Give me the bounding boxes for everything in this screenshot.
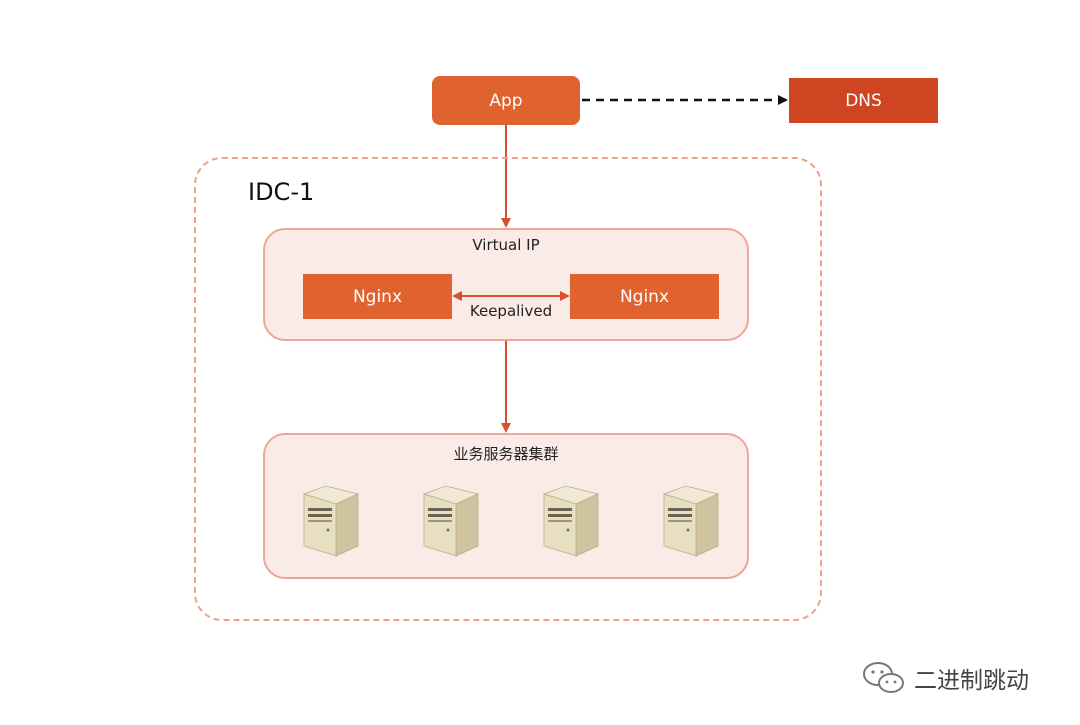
wechat-icon bbox=[863, 662, 904, 693]
dns-node: DNS bbox=[789, 78, 938, 123]
server-cluster-title: 业务服务器集群 bbox=[453, 445, 559, 463]
server-icon bbox=[542, 485, 600, 557]
server-icon bbox=[662, 485, 720, 557]
app-node: App bbox=[432, 76, 580, 125]
idc-boundary bbox=[194, 157, 822, 621]
idc-label: IDC-1 bbox=[248, 178, 315, 206]
server-icon bbox=[422, 485, 480, 557]
server-icon bbox=[302, 485, 360, 557]
nginx-node-left: Nginx bbox=[303, 274, 452, 319]
watermark-text: 二进制跳动 bbox=[914, 668, 1029, 694]
nginx-node-right: Nginx bbox=[570, 274, 719, 319]
watermark: 二进制跳动 bbox=[862, 660, 1029, 696]
keepalived-label: Keepalived bbox=[469, 302, 553, 320]
virtual-ip-title: Virtual IP bbox=[472, 236, 540, 254]
